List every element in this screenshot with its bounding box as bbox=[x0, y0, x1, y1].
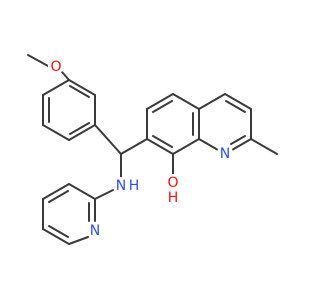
molecule-structure-diagram: O N N H O H N bbox=[27, 54, 278, 245]
bond-o-aryl bbox=[61, 71, 70, 81]
py-bond-n-c6 bbox=[68, 236, 89, 245]
q-bond-c4-c3 bbox=[224, 93, 252, 110]
q-double-c8-c7 bbox=[152, 135, 173, 148]
q-double-c2-n1 bbox=[230, 135, 246, 145]
central-carbon-bonds bbox=[94, 124, 148, 179]
ring1-double-2 bbox=[69, 122, 90, 135]
ring1-bond-6 bbox=[42, 79, 70, 96]
amine-hydrogen-label: H bbox=[129, 178, 140, 194]
ring1-bond-3 bbox=[68, 124, 96, 141]
ring1-bond-4 bbox=[42, 124, 70, 141]
q-bond-n1-c8a bbox=[198, 138, 219, 151]
quinoline-ring-system bbox=[146, 93, 278, 175]
q-double-c6-c5 bbox=[152, 100, 173, 113]
methoxy-oxygen-label: O bbox=[50, 59, 61, 75]
methoxyphenyl-ring bbox=[42, 79, 96, 141]
bond-ring1-ch bbox=[94, 124, 122, 155]
hydroxyl-hydrogen-label: H bbox=[168, 190, 179, 206]
methoxy-group bbox=[27, 54, 70, 81]
pyridine-ring bbox=[42, 183, 114, 245]
ring1-bond-1 bbox=[68, 79, 96, 96]
pyridine-nitrogen-label: N bbox=[90, 223, 100, 239]
q-bond-c2-n1 bbox=[231, 138, 252, 151]
ring1-double-1 bbox=[69, 85, 90, 98]
py-double-c4-c3 bbox=[48, 190, 69, 203]
py-bond-c3-c2 bbox=[68, 183, 96, 200]
q-double-c4-c3 bbox=[225, 100, 246, 113]
py-bond-c6-c5 bbox=[42, 228, 70, 245]
q-bond-c8a-c8 bbox=[172, 138, 200, 155]
q-bond-c2-methyl bbox=[250, 138, 278, 155]
py-bond-c4-c3 bbox=[42, 183, 70, 200]
amine-nitrogen-label: N bbox=[116, 178, 126, 194]
q-bond-c6-c5 bbox=[146, 93, 174, 110]
bond-ch-quinoline bbox=[120, 138, 148, 155]
bond-nh-pyridine bbox=[94, 189, 114, 200]
q-bond-c5-c4a bbox=[172, 93, 200, 110]
hydroxyl-oxygen-label: O bbox=[167, 175, 178, 191]
q-bond-c8-c7 bbox=[146, 138, 174, 155]
atom-labels: O N N H O H N bbox=[48, 58, 233, 239]
py-double-c6-c5 bbox=[48, 225, 69, 238]
bond-methyl-o bbox=[27, 54, 49, 67]
q-bond-c4a-c4 bbox=[198, 93, 226, 110]
quinoline-nitrogen-label: N bbox=[220, 146, 230, 162]
